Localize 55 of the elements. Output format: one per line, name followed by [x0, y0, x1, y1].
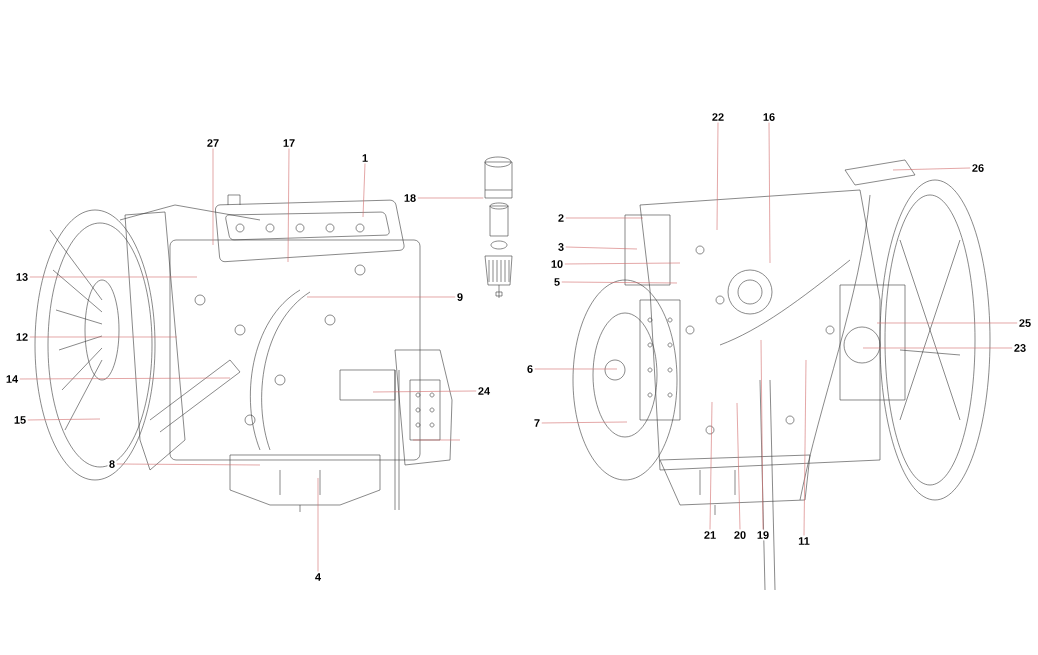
callout-number: 3 — [556, 241, 566, 253]
leader-line — [306, 296, 456, 298]
leader-line — [29, 336, 178, 338]
callout-number: 8 — [107, 458, 117, 470]
callout-number: 10 — [549, 258, 565, 270]
callout-number: 24 — [476, 385, 492, 397]
leader-line — [561, 281, 678, 284]
leader-line — [565, 217, 644, 219]
leader-line — [565, 246, 638, 250]
leader-line — [862, 347, 1013, 349]
callout-number: 22 — [710, 111, 726, 123]
leader-line — [768, 122, 771, 264]
filter-drawing — [484, 156, 513, 299]
callout-number: 25 — [1017, 317, 1033, 329]
leader-line — [716, 122, 719, 231]
leader-line — [736, 402, 741, 530]
leader-line — [212, 148, 214, 246]
callout-number: 12 — [14, 331, 30, 343]
callout-number: 16 — [761, 111, 777, 123]
callout-number: 7 — [532, 417, 542, 429]
leader-line — [19, 377, 231, 380]
leader-line — [709, 401, 713, 530]
callout-number: 20 — [732, 529, 748, 541]
leader-line — [541, 421, 628, 424]
callout-number: 19 — [755, 529, 771, 541]
callout-number: 9 — [455, 291, 465, 303]
callout-number: 23 — [1012, 342, 1028, 354]
callout-number: 17 — [281, 137, 297, 149]
leader-line — [372, 390, 477, 393]
callout-number: 2 — [556, 212, 566, 224]
callout-number: 13 — [14, 271, 30, 283]
callout-number: 18 — [402, 192, 418, 204]
leader-line — [29, 276, 198, 278]
leader-line — [803, 359, 807, 536]
leader-line — [564, 262, 681, 265]
leader-line — [876, 322, 1018, 324]
leader-line — [27, 418, 101, 421]
callout-number: 26 — [970, 162, 986, 174]
leader-line — [417, 197, 484, 199]
callout-number: 5 — [552, 276, 562, 288]
callout-number: 21 — [702, 529, 718, 541]
leader-line — [760, 339, 764, 530]
leader-line — [362, 163, 366, 218]
leader-line — [892, 167, 971, 171]
leader-line — [287, 148, 290, 263]
callout-number: 11 — [796, 535, 812, 547]
callout-number: 14 — [4, 373, 20, 385]
leader-line — [317, 477, 319, 572]
callout-number: 4 — [313, 571, 323, 583]
leader-line — [534, 368, 618, 370]
callout-number: 6 — [525, 363, 535, 375]
callout-number: 1 — [360, 152, 370, 164]
leader-line — [116, 463, 261, 466]
callout-number: 27 — [205, 137, 221, 149]
callout-number: 15 — [12, 414, 28, 426]
